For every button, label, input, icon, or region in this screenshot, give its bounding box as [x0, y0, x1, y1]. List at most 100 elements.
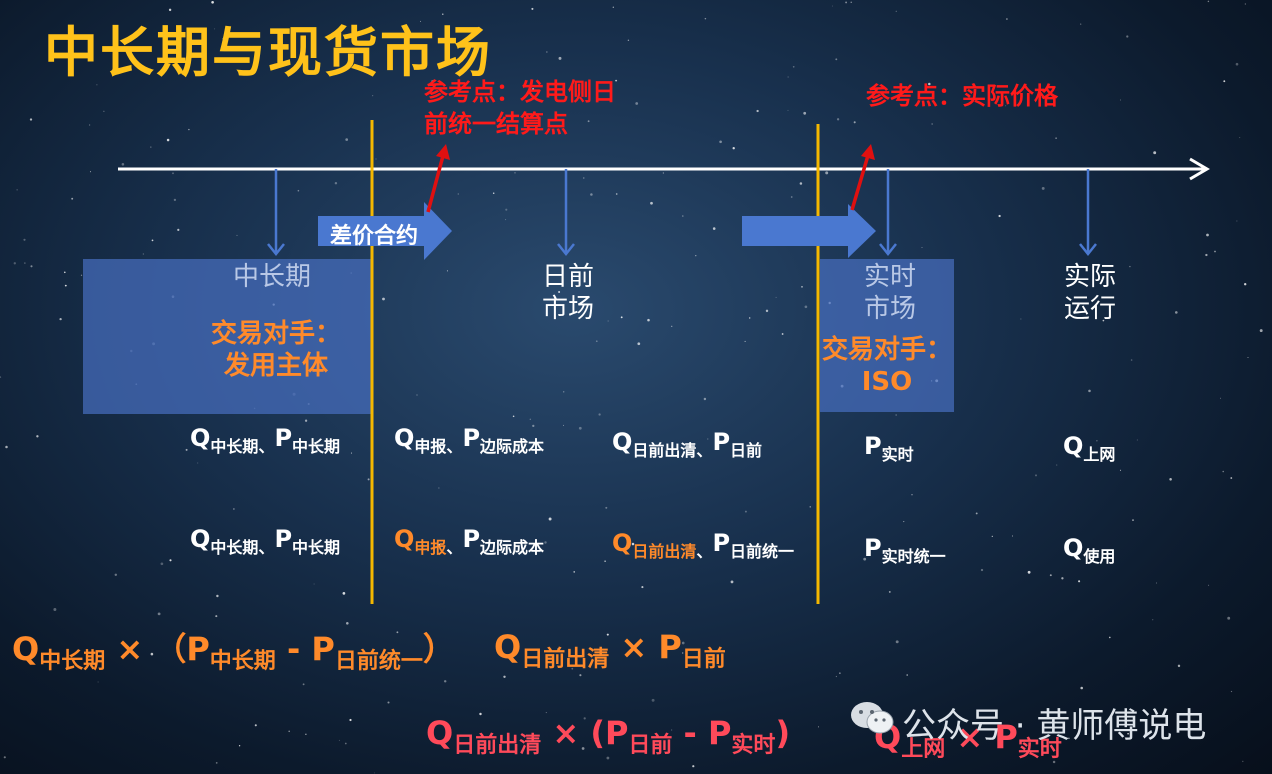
star — [1035, 474, 1037, 477]
star — [288, 730, 290, 733]
star — [627, 39, 630, 42]
star — [578, 426, 582, 430]
star — [1119, 99, 1122, 101]
star — [831, 5, 833, 7]
star — [64, 284, 67, 287]
star — [681, 641, 685, 645]
star — [443, 680, 447, 683]
star — [888, 590, 891, 593]
star — [1259, 329, 1263, 333]
star — [635, 102, 639, 105]
star — [492, 192, 495, 194]
star — [781, 333, 784, 335]
star — [346, 622, 349, 625]
stage-actual: 实际 运行 — [1032, 261, 1148, 325]
star — [605, 506, 608, 509]
red-arrow-left — [426, 151, 446, 213]
row2-usage: Q使用 — [1063, 534, 1116, 566]
star — [150, 652, 154, 656]
star — [354, 34, 357, 38]
row1-grid: Q上网 — [1063, 432, 1116, 464]
formula-deviation: Q日前出清 × (P日前 - P实时) — [426, 714, 791, 758]
page-title: 中长期与现货市场 — [44, 21, 492, 84]
star — [544, 541, 547, 544]
star — [236, 661, 239, 664]
star — [236, 234, 238, 236]
star — [1235, 62, 1239, 66]
star — [1244, 3, 1246, 5]
star — [1129, 265, 1131, 268]
star — [583, 177, 585, 179]
star — [932, 720, 934, 722]
star — [89, 171, 92, 173]
star — [531, 7, 534, 10]
star — [620, 316, 623, 319]
star — [287, 436, 290, 439]
star — [825, 171, 829, 175]
star — [692, 765, 695, 768]
star — [906, 674, 908, 676]
star — [114, 573, 118, 577]
star — [166, 138, 170, 142]
star — [631, 542, 635, 546]
star — [756, 546, 759, 550]
star — [150, 146, 152, 148]
star — [787, 76, 789, 78]
star — [374, 772, 376, 774]
star — [579, 674, 582, 677]
star — [895, 414, 897, 416]
star — [801, 286, 803, 288]
star — [623, 433, 625, 435]
star — [1061, 577, 1064, 580]
star — [787, 109, 789, 111]
star — [97, 681, 99, 683]
star — [512, 415, 515, 418]
star — [707, 438, 709, 440]
star — [211, 0, 214, 4]
counterparty-left-line1: 交易对手： — [210, 319, 341, 349]
star — [606, 756, 610, 760]
star — [836, 118, 840, 121]
star — [367, 478, 370, 481]
star — [59, 317, 62, 321]
star — [548, 517, 552, 521]
star — [590, 193, 593, 196]
star — [563, 391, 565, 393]
star — [1223, 80, 1226, 83]
star — [238, 745, 241, 747]
row1-mid-long: Q中长期、P中长期 — [190, 424, 341, 456]
star — [998, 214, 1001, 218]
star — [482, 69, 485, 71]
star — [71, 197, 74, 200]
stage-day-ahead-line2: 市场 — [541, 294, 594, 324]
star — [24, 262, 26, 264]
star — [23, 238, 26, 241]
star — [595, 340, 598, 343]
star — [1041, 186, 1045, 190]
row1-real-time: P实时 — [864, 432, 914, 464]
star — [581, 747, 585, 750]
star — [334, 181, 338, 185]
star — [142, 253, 144, 255]
star — [222, 37, 226, 41]
star — [1230, 477, 1233, 479]
star — [1152, 619, 1154, 621]
star — [53, 608, 57, 611]
star — [1247, 357, 1249, 359]
star — [372, 95, 374, 97]
star — [695, 255, 697, 257]
star — [342, 592, 346, 595]
stage-mid-long: 中长期 — [232, 262, 311, 292]
star — [704, 17, 707, 20]
star — [16, 189, 18, 191]
star — [121, 163, 125, 166]
star — [583, 717, 586, 720]
star — [344, 742, 347, 745]
star — [1205, 253, 1208, 257]
star — [991, 535, 993, 538]
star — [571, 667, 574, 670]
star — [1155, 582, 1158, 584]
star — [1119, 469, 1122, 471]
star — [647, 318, 650, 322]
